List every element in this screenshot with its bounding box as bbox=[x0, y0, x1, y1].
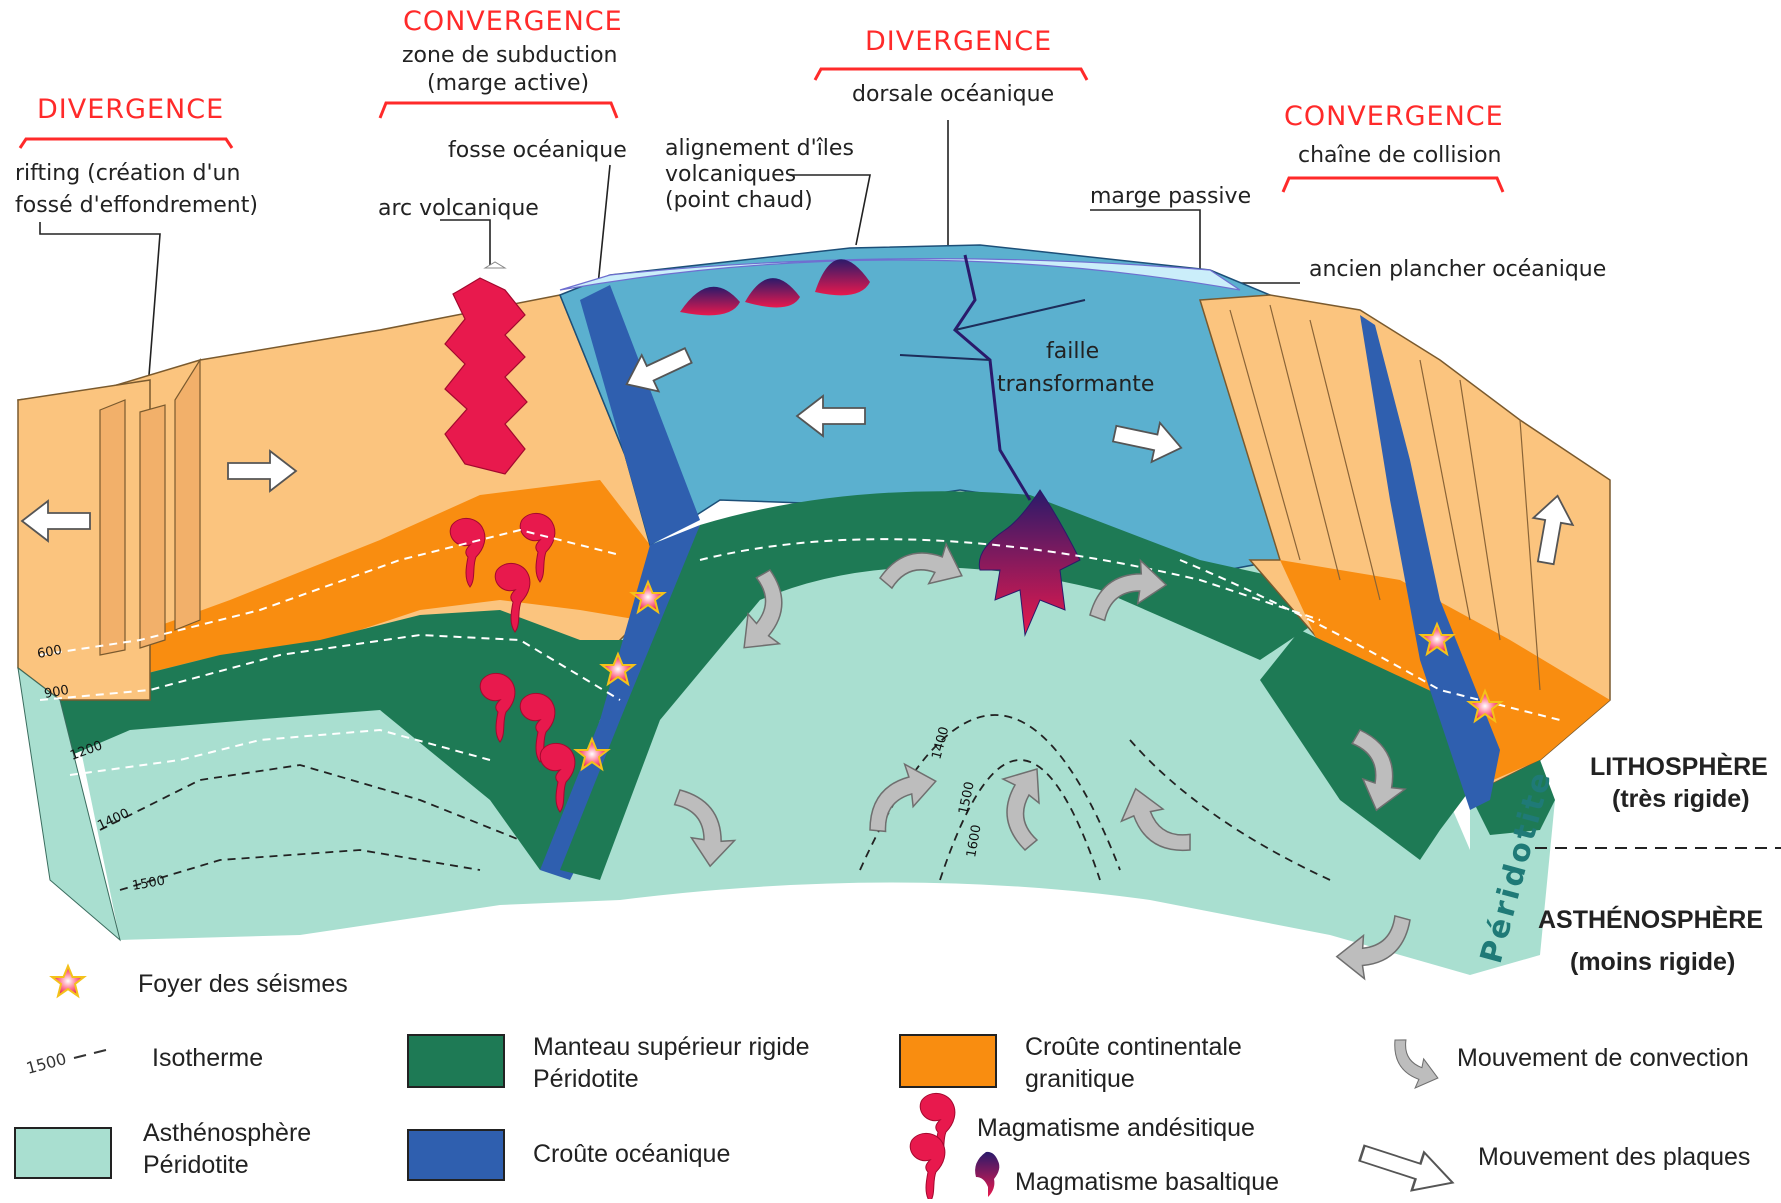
label-iles-line1: alignement d'îles bbox=[665, 136, 854, 161]
legend-asthenosphere-line2: Péridotite bbox=[143, 1151, 249, 1179]
label-asthenosphere: ASTHÉNOSPHÈRE bbox=[1538, 905, 1763, 934]
bracket-divergence-center bbox=[815, 69, 1087, 80]
label-faille-line2: transformante bbox=[997, 372, 1154, 397]
label-lithosphere: LITHOSPHÈRE bbox=[1590, 752, 1768, 781]
legend-manteau-swatch bbox=[408, 1035, 504, 1087]
legend-seismes-label: Foyer des séismes bbox=[138, 970, 348, 998]
legend-plaques-label: Mouvement des plaques bbox=[1478, 1143, 1750, 1171]
legend-plaques-icon bbox=[1356, 1134, 1459, 1199]
legend-isotherme-sample: 1500 bbox=[24, 1049, 68, 1078]
arc-volcano-summit bbox=[485, 262, 505, 268]
label-asthenosphere-sub: (moins rigide) bbox=[1570, 948, 1735, 976]
header-convergence-collision: CONVERGENCE bbox=[1284, 101, 1504, 132]
legend-basaltique-icon bbox=[975, 1152, 999, 1197]
legend-asthenosphere-swatch bbox=[15, 1128, 111, 1178]
label-iles-line2: volcaniques bbox=[665, 162, 796, 187]
legend-manteau-line2: Péridotite bbox=[533, 1065, 639, 1093]
label-chaine-collision: chaîne de collision bbox=[1298, 143, 1501, 168]
legend: Foyer des séismes 1500 Isotherme Manteau… bbox=[15, 966, 1750, 1199]
header-divergence-center: DIVERGENCE bbox=[865, 26, 1052, 57]
header-divergence-left: DIVERGENCE bbox=[37, 94, 224, 125]
legend-croute-continentale-line2: granitique bbox=[1025, 1065, 1135, 1093]
legend-croute-continentale-swatch bbox=[900, 1035, 996, 1087]
label-rifting-line2: fossé d'effondrement) bbox=[15, 193, 258, 218]
label-dorsale-oceanique: dorsale océanique bbox=[852, 82, 1054, 107]
legend-isotherme-label: Isotherme bbox=[152, 1044, 263, 1072]
legend-asthenosphere-line1: Asthénosphère bbox=[143, 1119, 311, 1147]
legend-andesitique-label: Magmatisme andésitique bbox=[977, 1114, 1255, 1142]
legend-croute-oceanique-swatch bbox=[408, 1130, 504, 1180]
header-convergence-subduction: CONVERGENCE bbox=[403, 6, 623, 37]
label-faille-line1: faille bbox=[1046, 339, 1099, 364]
bracket-convergence-collision bbox=[1283, 178, 1503, 192]
legend-croute-oceanique-label: Croûte océanique bbox=[533, 1140, 730, 1168]
legend-isotherme-dash bbox=[74, 1050, 106, 1058]
label-marge-passive: marge passive bbox=[1090, 184, 1251, 209]
legend-croute-continentale-line1: Croûte continentale bbox=[1025, 1033, 1242, 1061]
legend-basaltique-label: Magmatisme basaltique bbox=[1015, 1168, 1279, 1196]
legend-convection-icon bbox=[1383, 1034, 1439, 1094]
rift-block-2 bbox=[140, 405, 165, 648]
legend-seismes-icon bbox=[52, 966, 84, 996]
label-rifting-line1: rifting (création d'un bbox=[15, 161, 240, 186]
label-lithosphere-sub: (très rigide) bbox=[1612, 785, 1750, 813]
legend-convection-label: Mouvement de convection bbox=[1457, 1044, 1749, 1072]
rift-block-3 bbox=[175, 360, 200, 630]
label-ancien-plancher: ancien plancher océanique bbox=[1309, 257, 1606, 282]
label-fosse-oceanique: fosse océanique bbox=[448, 138, 627, 163]
legend-andesitique-icon bbox=[910, 1093, 955, 1199]
leader-arc bbox=[440, 220, 490, 268]
bracket-convergence-subduction bbox=[380, 103, 617, 118]
cross-section bbox=[18, 245, 1610, 975]
label-subduction-line2: (marge active) bbox=[427, 71, 589, 96]
label-subduction-line1: zone de subduction bbox=[402, 43, 618, 68]
label-arc-volcanique: arc volcanique bbox=[378, 196, 539, 221]
rift-block-1 bbox=[100, 400, 125, 655]
legend-manteau-line1: Manteau supérieur rigide bbox=[533, 1033, 810, 1061]
bracket-divergence-left bbox=[20, 139, 232, 148]
label-iles-line3: (point chaud) bbox=[665, 188, 813, 213]
